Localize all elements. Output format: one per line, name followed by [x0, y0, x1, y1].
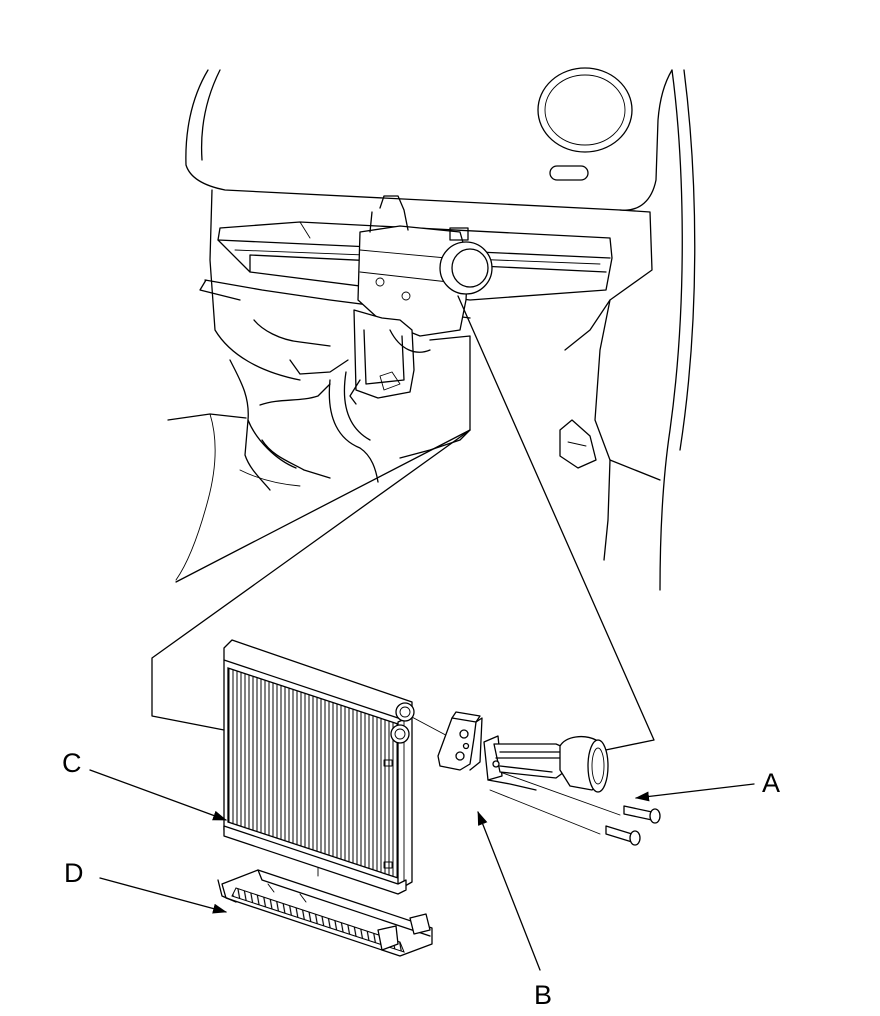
callout-label-b: B	[534, 980, 552, 1010]
drain-pan	[217, 869, 433, 957]
callout-a: A	[635, 768, 780, 802]
callout-b: B	[477, 811, 552, 1010]
callout-c: C	[62, 748, 227, 821]
callout-d: D	[64, 858, 227, 914]
callout-label-d: D	[64, 858, 84, 888]
evaporator-core	[223, 639, 415, 895]
dash-vent	[537, 67, 633, 153]
expansion-valve	[437, 711, 483, 771]
refrigerant-pipes	[483, 735, 609, 793]
callout-label-a: A	[762, 768, 780, 798]
callout-label-c: C	[62, 748, 82, 778]
bolts	[605, 805, 661, 846]
dashboard-view	[167, 67, 696, 591]
